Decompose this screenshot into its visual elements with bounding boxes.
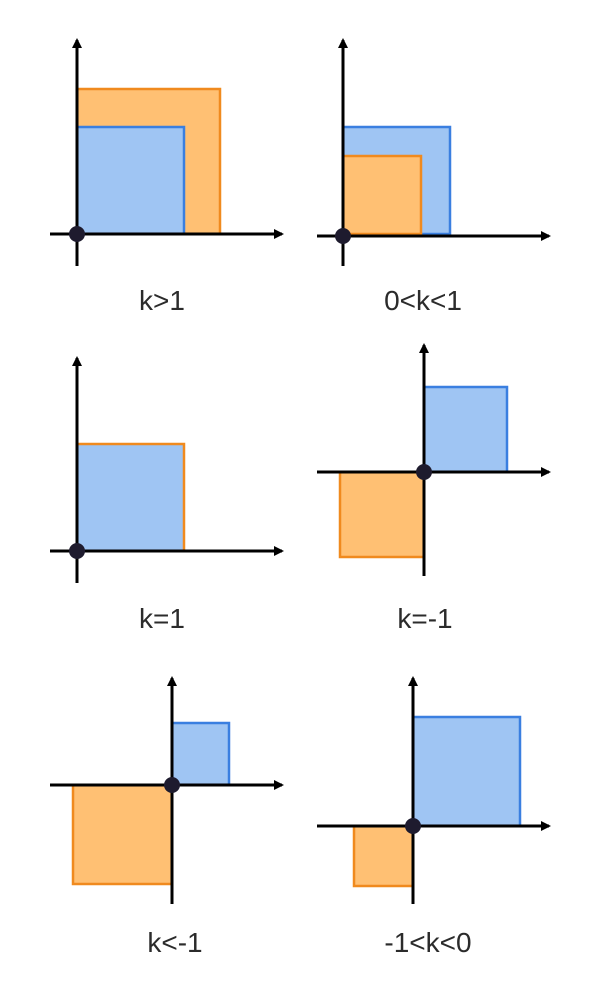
blue-square — [411, 715, 522, 828]
blue-square — [75, 442, 186, 553]
panel-k-greater-1: k>1 — [50, 38, 284, 316]
origin-dot — [69, 543, 85, 559]
panel-k-less-minus-1: k<-1 — [50, 676, 284, 958]
orange-square — [338, 470, 426, 559]
blue-square — [170, 721, 231, 787]
blue-square — [75, 125, 186, 236]
origin-dot — [335, 228, 351, 244]
origin-dot — [416, 464, 432, 480]
panel-caption: k>1 — [139, 285, 185, 316]
blue-square — [422, 385, 509, 474]
panel-caption: k=1 — [139, 603, 185, 634]
panel-k-equals-1: k=1 — [50, 356, 284, 634]
panel-caption: k=-1 — [397, 603, 452, 634]
panel-k-between-minus-1-0: -1<k<0 — [317, 676, 551, 958]
panel-caption: -1<k<0 — [384, 927, 471, 958]
origin-dot — [69, 226, 85, 242]
origin-dot — [405, 818, 421, 834]
orange-square — [341, 154, 423, 236]
panel-caption: 0<k<1 — [384, 285, 462, 316]
orange-square — [71, 783, 174, 886]
panel-caption: k<-1 — [147, 927, 202, 958]
panel-k-equals-minus-1: k=-1 — [317, 343, 551, 634]
origin-dot — [164, 777, 180, 793]
panel-k-between-0-1: 0<k<1 — [317, 38, 551, 316]
orange-square — [352, 824, 415, 888]
